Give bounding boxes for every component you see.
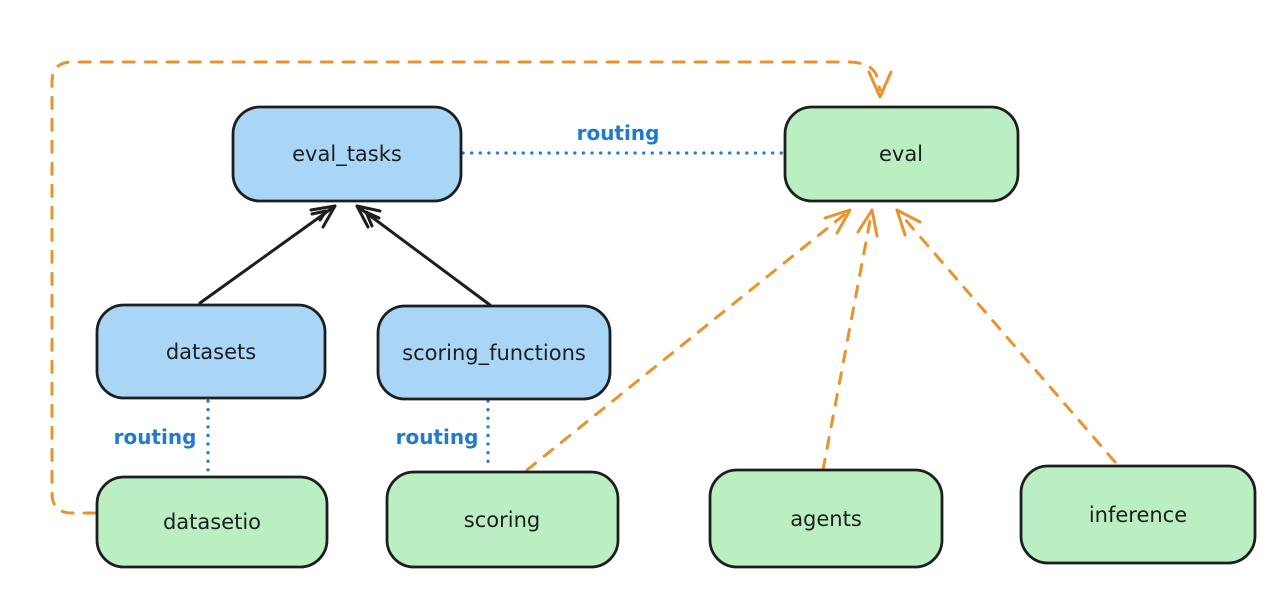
node-eval-tasks: eval_tasks	[231, 105, 463, 203]
edge-agents-to-eval-line	[821, 208, 874, 472]
node-eval-box	[783, 105, 1020, 203]
edge-inference-to-eval-line	[895, 208, 1117, 464]
node-scoring-box	[385, 470, 620, 569]
node-eval: eval	[783, 105, 1020, 203]
routing-label-left: routing	[114, 425, 197, 449]
node-datasets: datasets	[95, 303, 327, 400]
node-inference-label: inference	[1089, 503, 1187, 527]
edge-scoring-functions-to-eval-tasks-line	[355, 204, 492, 307]
node-inference: inference	[1019, 464, 1257, 565]
edge-datasets-to-eval-tasks	[198, 204, 337, 305]
node-agents: agents	[708, 468, 944, 569]
edge-agents-to-eval	[821, 208, 879, 472]
edge-datasetio-to-eval-arrowhead	[867, 70, 893, 99]
node-scoring-functions: scoring_functions	[376, 304, 612, 401]
edge-datasets-to-eval-tasks-line	[198, 204, 337, 305]
node-datasets-label: datasets	[166, 340, 256, 364]
edge-eval-tasks-to-eval: routing	[461, 121, 785, 155]
node-agents-box	[708, 468, 944, 569]
node-eval-tasks-label: eval_tasks	[292, 142, 402, 167]
edge-scoring-functions-to-eval-tasks-arrowhead-2	[364, 210, 381, 228]
node-inference-box	[1019, 464, 1257, 565]
edge-scoring-to-eval-line	[525, 208, 852, 472]
node-datasetio: datasetio	[95, 475, 329, 569]
node-datasets-box	[95, 303, 327, 400]
node-scoring-functions-box	[376, 304, 612, 401]
node-scoring-label: scoring	[464, 508, 540, 532]
node-eval-tasks-box	[231, 105, 463, 203]
edge-datasetio-to-eval	[50, 60, 893, 515]
node-agents-label: agents	[790, 507, 862, 531]
edge-scoring-to-eval	[525, 208, 852, 472]
node-eval-label: eval	[879, 142, 923, 166]
routing-label-top: routing	[577, 121, 660, 145]
edge-agents-to-eval-arrowhead	[856, 208, 879, 238]
edge-scoring-to-eval-arrowhead	[823, 208, 852, 235]
edge-inference-to-eval-arrowhead	[895, 208, 922, 237]
node-scoring-functions-label: scoring_functions	[402, 341, 586, 366]
edge-datasets-to-eval-tasks-arrowhead	[309, 204, 337, 229]
edge-scoring-functions-to-eval-tasks	[355, 204, 492, 307]
edge-inference-to-eval	[895, 208, 1117, 464]
edge-datasets-to-datasetio: routing	[114, 399, 210, 476]
edge-scoring-functions-to-scoring: routing	[396, 399, 490, 471]
node-scoring: scoring	[385, 470, 620, 569]
routing-label-middle: routing	[396, 425, 479, 449]
edge-datasets-to-eval-tasks-arrowhead-2	[310, 209, 328, 222]
node-datasetio-label: datasetio	[163, 510, 261, 534]
edge-scoring-functions-to-eval-tasks-arrowhead	[355, 204, 382, 229]
node-datasetio-box	[95, 475, 329, 569]
